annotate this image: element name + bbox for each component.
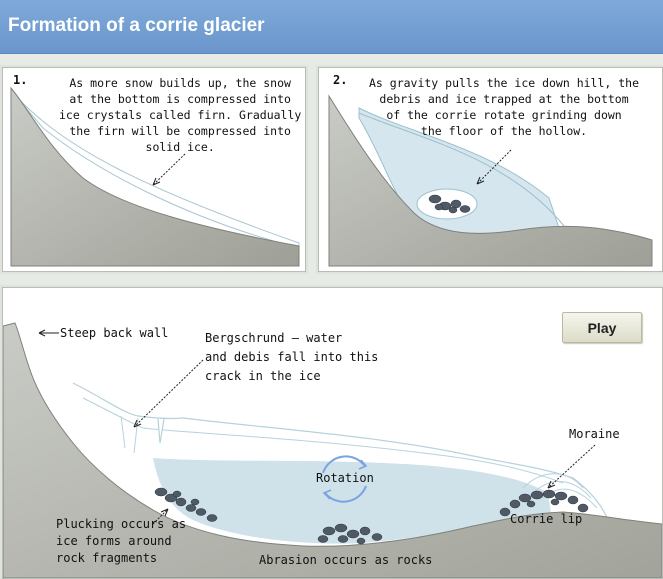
back-wall-rock — [3, 322, 662, 578]
snowpack-outline — [72, 382, 609, 521]
corrie-lip-label: Corrie lip — [510, 512, 583, 526]
step-2-number: 2. — [333, 73, 348, 87]
page-title: Formation of a corrie glacier — [8, 15, 265, 36]
corrie-cross-section — [3, 322, 662, 578]
mountain-slope — [328, 94, 653, 267]
plucking-label: Plucking occurs as ice forms around rock… — [56, 517, 187, 565]
play-button[interactable]: Play — [562, 312, 642, 343]
trapped-debris — [428, 194, 471, 214]
bergschrund-pointer — [133, 359, 204, 428]
rotation-arrow — [322, 455, 368, 503]
step-1-description: As more snow builds up, the snow at the … — [59, 76, 302, 154]
step-1-illustration — [10, 86, 300, 267]
step-1-panel: 1. As more snow builds up, the snow at t… — [2, 67, 306, 272]
bergschrund-crack — [157, 418, 165, 444]
step-2-illustration — [328, 94, 653, 267]
snow-layer — [12, 92, 300, 249]
mountain-slope — [10, 86, 300, 267]
abrasion-label: Abrasion occurs as rocks — [259, 553, 433, 567]
arrow-to-debris — [476, 149, 512, 185]
title-bar: Formation of a corrie glacier — [0, 0, 663, 54]
bergschrund-label: Bergschrund – water and debis fall into … — [205, 331, 379, 383]
abrasion-debris — [317, 523, 383, 545]
rotation-label: Rotation — [316, 471, 374, 485]
animation-panel: Play Steep back wall Bergschrund – water… — [2, 287, 663, 579]
moraine-debris — [499, 489, 589, 517]
step-2-panel: 2. As gravity pulls the ice down hill, t… — [318, 67, 663, 272]
back-wall-label: Steep back wall — [60, 326, 169, 340]
arrow-to-firn — [152, 153, 186, 186]
ice-surface — [358, 112, 565, 227]
moraine-label: Moraine — [569, 427, 620, 441]
step-2-description: As gravity pulls the ice down hill, the … — [369, 76, 640, 138]
moraine-pointer — [547, 444, 596, 489]
plucked-debris — [154, 487, 218, 522]
step-1-number: 1. — [13, 73, 28, 87]
plucking-pointer — [152, 508, 169, 525]
